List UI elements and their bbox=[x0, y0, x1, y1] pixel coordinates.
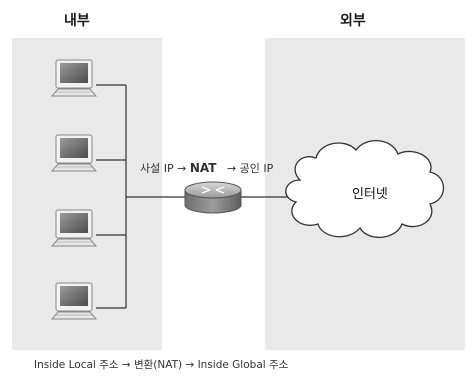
private-ip-text: 사설 IP bbox=[140, 162, 174, 175]
internet-cloud-icon bbox=[285, 140, 445, 238]
inside-title: 내부 bbox=[64, 13, 90, 29]
public-ip-text: 공인 IP bbox=[239, 162, 274, 175]
arrow-1: → bbox=[177, 162, 187, 175]
caption: Inside Local 주소 → 변환(NAT) → Inside Globa… bbox=[34, 359, 289, 371]
arrow-2: → bbox=[226, 162, 237, 175]
computer-icon bbox=[50, 59, 98, 97]
computer-icon bbox=[50, 282, 98, 320]
computer-icon bbox=[50, 134, 98, 172]
nat-label: 사설 IP → NAT → 공인 IP bbox=[140, 160, 273, 176]
computer-icon bbox=[50, 209, 98, 247]
outside-title: 외부 bbox=[340, 13, 366, 29]
connection-lines bbox=[96, 84, 290, 309]
internet-label: 인터넷 bbox=[352, 187, 388, 202]
router-icon bbox=[184, 181, 242, 214]
nat-text: NAT bbox=[189, 161, 217, 175]
